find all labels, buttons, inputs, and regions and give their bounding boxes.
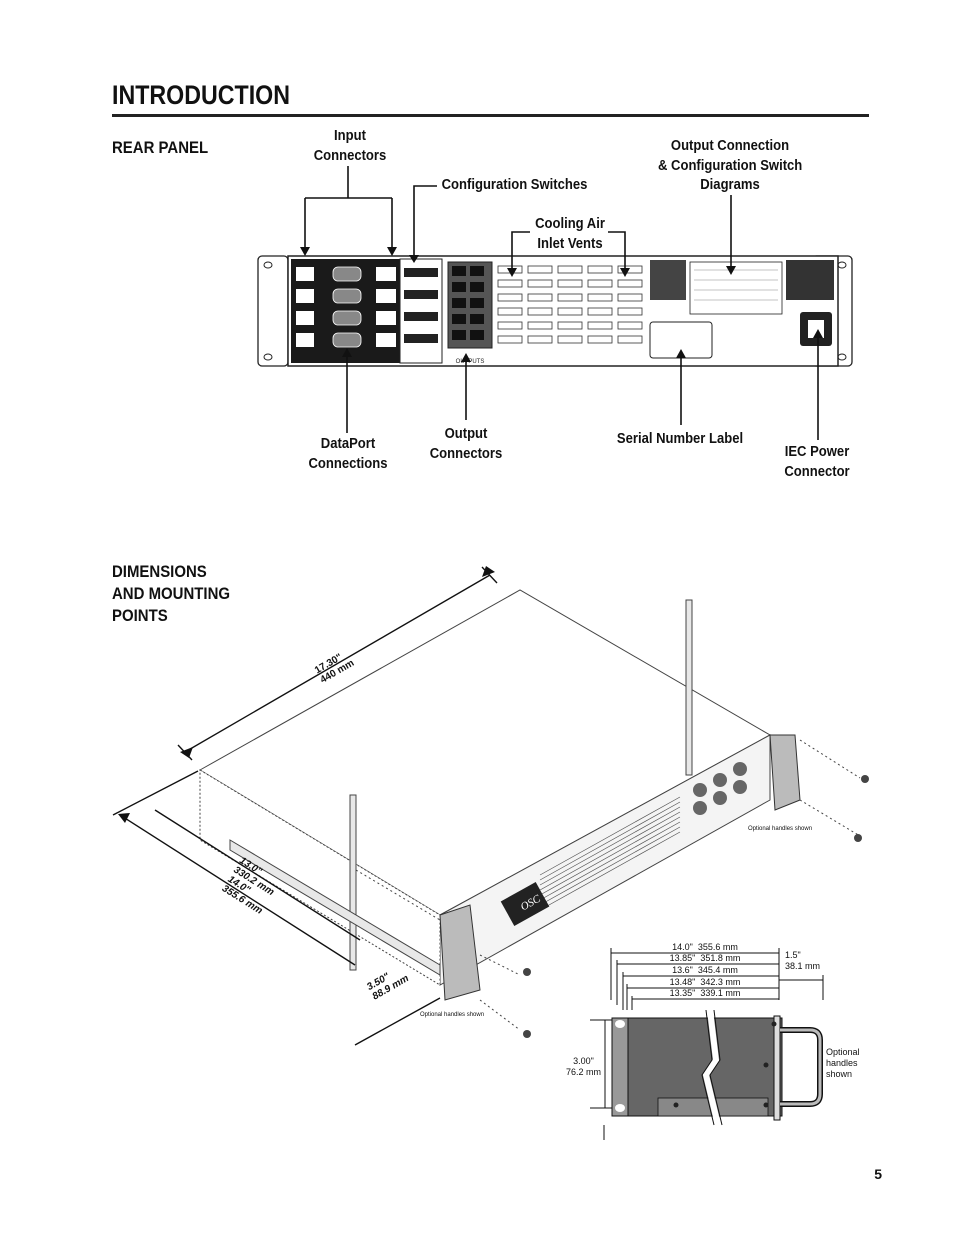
side-dim-row-1: 13.85" 351.8 mm [669, 953, 741, 963]
page-title: INTRODUCTION [112, 80, 291, 110]
callout-output-connectors: Output Connectors [429, 426, 503, 462]
side-dim-height: 3.00" 76.2 mm [566, 1056, 602, 1077]
side-dim-row-3: 13.48" 342.3 mm [669, 977, 741, 987]
side-handles-note: Optional handles shown [826, 1047, 860, 1079]
callout-configuration-switches: Configuration Switches [441, 177, 588, 193]
side-dim-handle-depth: 1.5" 38.1 mm [785, 950, 821, 971]
callout-iec-power: IEC Power Connector [784, 444, 850, 480]
side-dim-row-2: 13.6" 345.4 mm [672, 965, 738, 975]
callout-input-connectors: Input Connectors [313, 128, 387, 164]
optional-handles-note-left: Optional handles shown [420, 1012, 485, 1018]
side-dim-row-4: 13.35" 339.1 mm [669, 988, 741, 998]
callout-serial-label: Serial Number Label [616, 431, 744, 447]
title-rule [112, 114, 869, 117]
optional-handles-note-right: Optional handles shown [748, 826, 813, 832]
page-number: 5 [874, 1166, 882, 1182]
callout-dataport: DataPort Connections [308, 436, 388, 472]
callout-output-diagrams: Output Connection & Configuration Switch… [658, 138, 803, 193]
rear-panel-heading: REAR PANEL [112, 138, 209, 157]
dimensions-heading: DIMENSIONS AND MOUNTING POINTS [112, 562, 231, 625]
side-dim-row-0: 14.0" 355.6 mm [672, 942, 738, 952]
callout-cooling-air: Cooling Air Inlet Vents [535, 216, 605, 252]
